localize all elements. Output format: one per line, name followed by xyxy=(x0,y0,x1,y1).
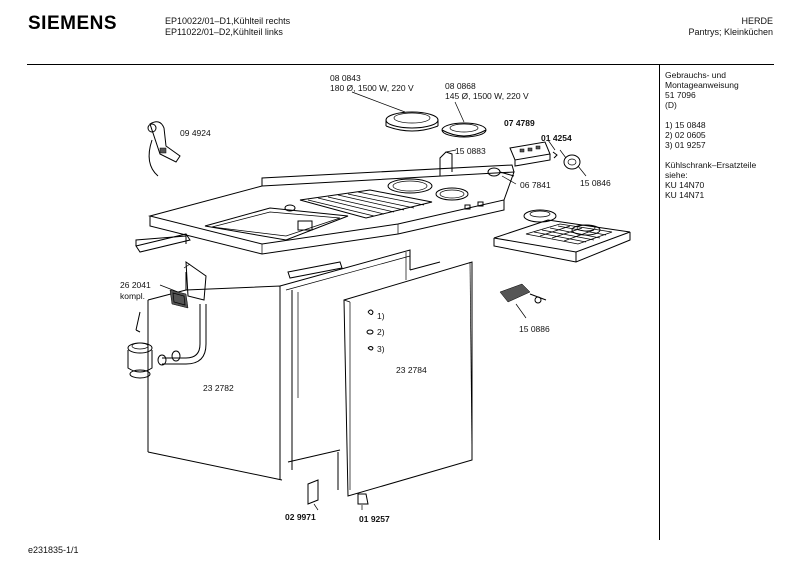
ref-label: 3) xyxy=(377,344,385,354)
part-label: 07 4789 xyxy=(504,118,535,128)
side-line: Kühlschrank–Ersatzteile xyxy=(665,160,757,170)
category-label: HERDE Pantrys; Kleinküchen xyxy=(688,16,773,38)
part-label: 15 0883 xyxy=(455,146,486,156)
grill-tray xyxy=(493,209,631,263)
part-label: 23 2782 xyxy=(203,383,234,393)
side-line: Montageanweisung xyxy=(665,80,739,90)
side-line: 2) 02 0605 xyxy=(665,130,706,140)
brand-logo: SIEMENS xyxy=(28,13,118,34)
part-label: 01 4254 xyxy=(541,133,572,143)
cabinet-body xyxy=(135,235,441,490)
drain-assembly xyxy=(127,260,207,379)
part-label: 08 0843 xyxy=(330,73,361,83)
ref-label: 1) xyxy=(377,311,385,321)
side-spacer xyxy=(665,110,756,120)
model-list: EP10022/01–D1,Kühlteil rechts EP11022/01… xyxy=(165,16,290,38)
ref-label: 2) xyxy=(377,327,385,337)
front-rail xyxy=(135,233,191,253)
pilot-lamp xyxy=(487,167,517,185)
control-knob xyxy=(559,149,587,177)
part-label: 02 9971 xyxy=(285,512,316,522)
drainboard xyxy=(299,189,433,219)
side-line: siehe: xyxy=(665,170,688,180)
valve-unit xyxy=(147,121,181,177)
model-line-2: EP11022/01–D2,Kühlteil links xyxy=(165,27,283,37)
part-label: 09 4924 xyxy=(180,128,211,138)
part-label: 26 2041 xyxy=(120,280,151,290)
side-divider xyxy=(659,64,660,540)
header-rule xyxy=(27,64,774,65)
part-label: 01 9257 xyxy=(359,514,390,524)
bracket xyxy=(439,149,457,176)
exploded-drawing xyxy=(127,91,631,511)
loose-burners xyxy=(351,91,487,138)
side-line: Gebrauchs- und xyxy=(665,70,726,80)
model-line-1: EP10022/01–D1,Kühlteil rechts xyxy=(165,16,291,26)
hotplates xyxy=(387,178,484,210)
part-desc: 180 Ø, 1500 W, 220 V xyxy=(330,83,414,93)
side-line: KU 14N70 xyxy=(665,180,705,190)
category-line-2: Pantrys; Kleinküchen xyxy=(688,27,773,37)
switch-module xyxy=(509,141,551,167)
part-label: 23 2784 xyxy=(396,365,427,375)
side-line: 3) 01 9257 xyxy=(665,140,706,150)
document-id: e231835-1/1 xyxy=(28,545,79,555)
part-label: 15 0886 xyxy=(519,324,550,334)
cabinet-door xyxy=(343,261,473,497)
cabinet-feet xyxy=(307,479,369,511)
side-line: (D) xyxy=(665,100,677,110)
sink-basin xyxy=(204,204,349,241)
counter-top xyxy=(148,164,515,255)
side-line: KU 14N71 xyxy=(665,190,705,200)
part-label: 08 0868 xyxy=(445,81,476,91)
part-label: 06 7841 xyxy=(520,180,551,190)
side-panel: Gebrauchs- und Montageanweisung 51 7096 … xyxy=(665,70,756,200)
part-desc: 145 Ø, 1500 W, 220 V xyxy=(445,91,529,101)
part-note: kompl. xyxy=(120,291,146,301)
category-line-1: HERDE xyxy=(741,16,773,26)
part-label: 15 0846 xyxy=(580,178,611,188)
side-line: 1) 15 0848 xyxy=(665,120,706,130)
plug xyxy=(499,283,547,319)
side-spacer xyxy=(665,150,756,160)
clip xyxy=(547,139,558,159)
side-line: 51 7096 xyxy=(665,90,696,100)
